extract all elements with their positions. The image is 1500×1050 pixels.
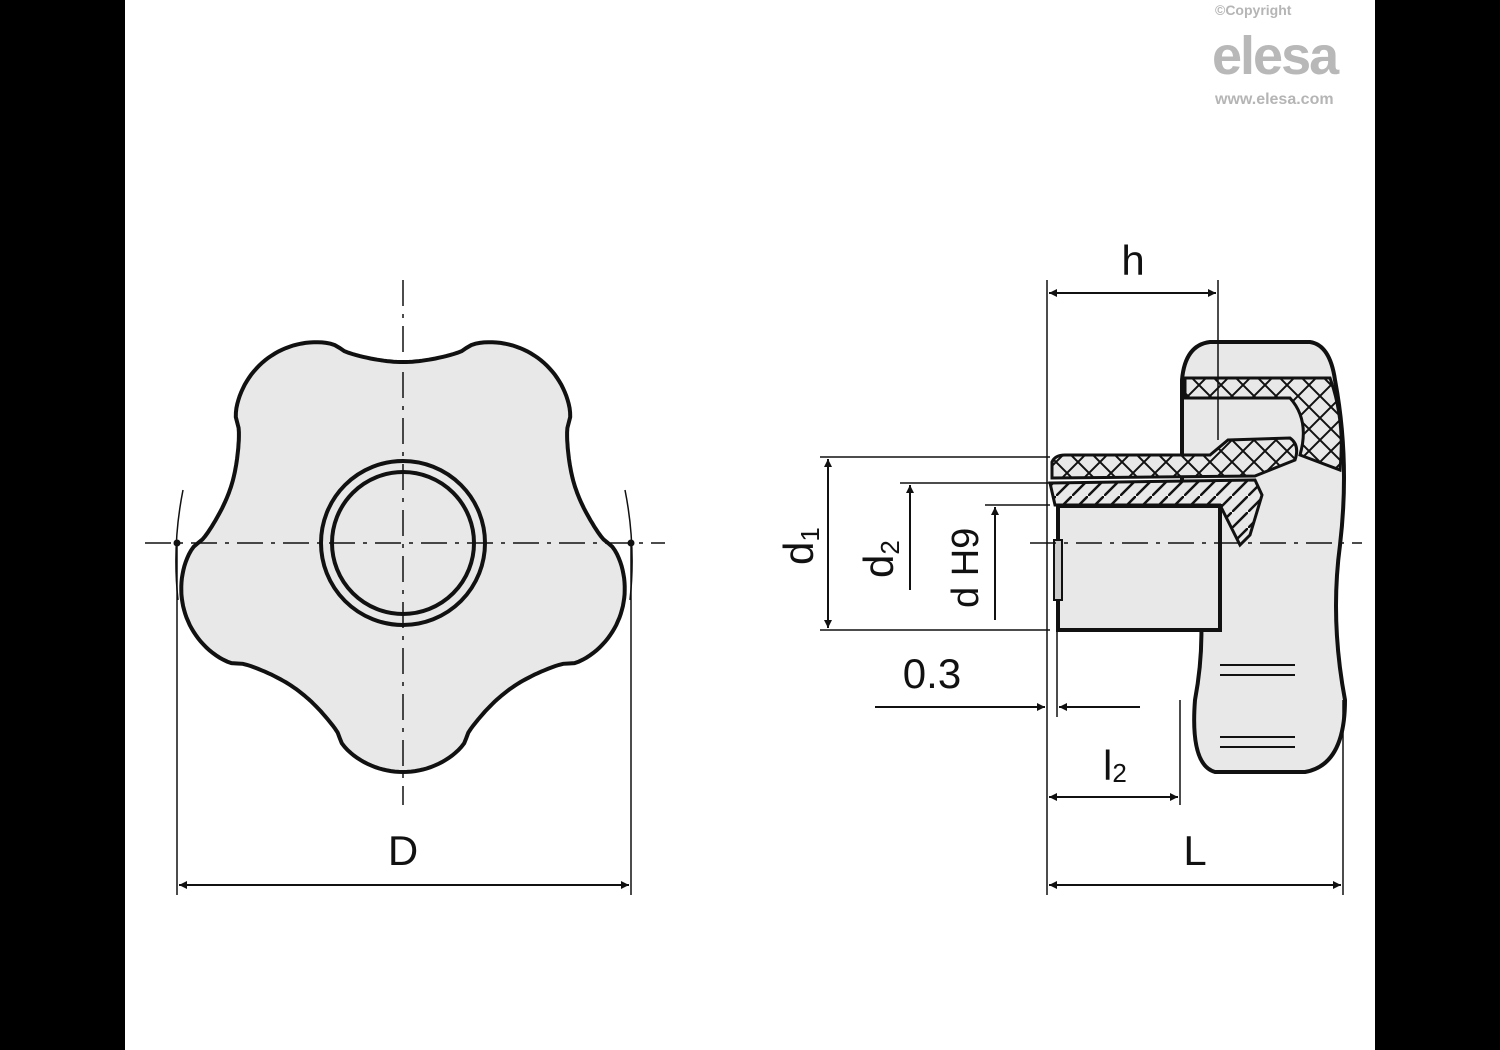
bushing-edge: [1053, 539, 1063, 601]
knurled-hub-section: [1050, 436, 1299, 480]
dimension-d2-label: d2: [855, 540, 905, 578]
elesa-logo: ©Copyright elesa www.elesa.com: [1212, 2, 1342, 108]
dimension-L-label: L: [1183, 827, 1206, 874]
knurled-insert-section: [1183, 376, 1343, 473]
dimension-d-h9-label: d H9: [945, 528, 987, 608]
side-view: h d1 d2 d H9 0.3 l2 L: [775, 237, 1362, 895]
d2-subscript: 2: [875, 540, 905, 554]
dimension-gap-label: 0.3: [903, 650, 961, 697]
l2-main: l: [1103, 742, 1112, 789]
brand-logo-text: elesa: [1212, 26, 1340, 86]
hub-body: [1056, 504, 1222, 632]
d1-subscript: 1: [795, 527, 825, 541]
front-view: D: [145, 280, 665, 895]
dimension-h-label: h: [1121, 237, 1144, 284]
copyright-text: ©Copyright: [1215, 2, 1292, 18]
d2-main: d: [855, 555, 902, 578]
dimension-l2-label: l2: [1103, 742, 1127, 789]
d1-main: d: [775, 542, 822, 565]
logo-url-text: www.elesa.com: [1214, 91, 1334, 108]
dimension-D-label: D: [388, 827, 418, 874]
dimension-d1-label: d1: [775, 527, 825, 565]
l2-subscript: 2: [1112, 758, 1126, 788]
